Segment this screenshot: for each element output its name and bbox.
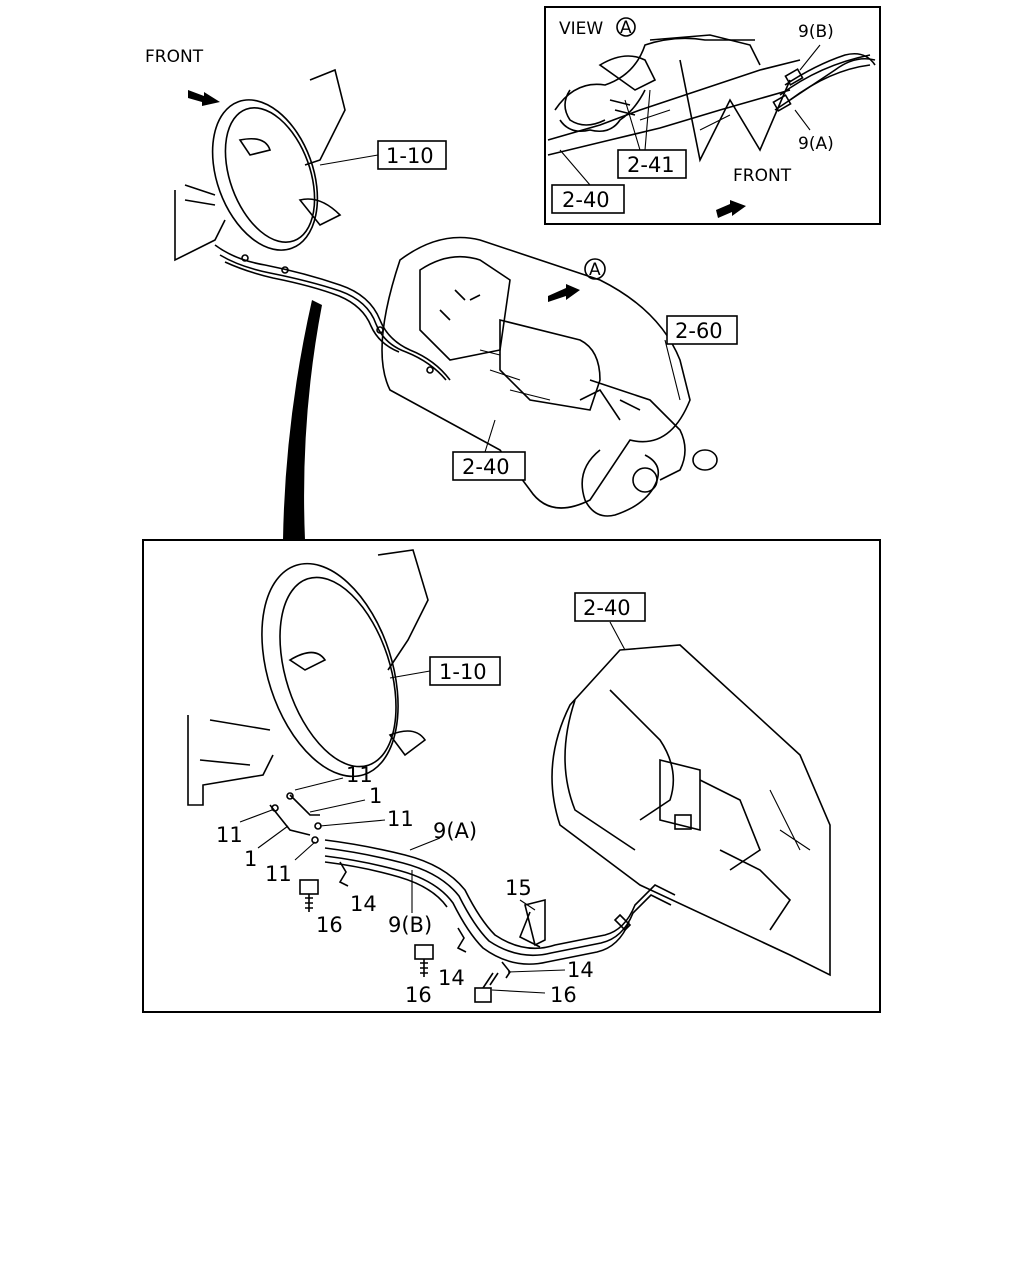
leader-2-40-detail	[609, 621, 626, 651]
bolt-16-a	[299, 879, 319, 912]
inset-front-label: FRONT	[733, 166, 792, 186]
leader-1-b	[257, 825, 289, 849]
clip-14-a	[338, 861, 349, 887]
callout-1-10-detail: 1-10	[429, 656, 501, 686]
label-16-a: 16	[316, 913, 343, 937]
inset-front-arrow-icon	[716, 200, 746, 218]
top-view-a-circle	[584, 258, 606, 280]
callout-2-60: 2-60	[666, 315, 738, 345]
callout-2-60-text: 2-60	[675, 319, 723, 343]
callout-2-41-inset: 2-41	[617, 149, 687, 179]
inset-view-marker-circle	[616, 17, 636, 37]
top-overview: FRONT	[145, 47, 738, 540]
leader-11-a	[294, 777, 344, 791]
leader-11-b	[319, 819, 386, 827]
top-front-label: FRONT	[145, 47, 204, 67]
inset-view-marker: A	[620, 18, 632, 38]
leader-11-c	[239, 809, 273, 823]
clip-14-c	[501, 961, 511, 979]
callout-1-10-top: 1-10	[377, 140, 447, 170]
top-view-a-arrow-icon	[548, 284, 580, 302]
label-11-b: 11	[387, 807, 414, 831]
callout-2-40-top: 2-40	[452, 451, 526, 481]
callout-2-40-top-text: 2-40	[462, 455, 510, 479]
detail-radiator-shroud	[187, 549, 429, 806]
callout-2-40-detail: 2-40	[574, 592, 646, 622]
clip-14-b	[456, 927, 467, 953]
bolt-16-c	[474, 972, 499, 1003]
detail-transmission	[551, 644, 831, 977]
callout-2-40-detail-text: 2-40	[583, 596, 631, 620]
top-radiator-shroud	[174, 68, 346, 262]
leader-9a	[409, 837, 441, 851]
label-16-c: 16	[550, 983, 577, 1007]
top-view-a-marker: A	[589, 260, 601, 280]
callout-2-41-text: 2-41	[627, 153, 675, 177]
label-16-b: 16	[405, 983, 432, 1007]
inset-view-title: VIEW	[559, 19, 603, 39]
leader-15	[519, 899, 536, 911]
bolt-16-b	[414, 944, 434, 977]
inset-frame	[544, 6, 881, 225]
detail-cooler-lines	[269, 792, 676, 965]
label-9b: 9(B)	[388, 913, 432, 937]
leader-1-10-top	[319, 154, 379, 166]
leader-inset-2-40	[559, 149, 591, 186]
top-front-arrow-icon	[188, 90, 220, 106]
top-cooler-lines	[214, 244, 451, 381]
label-9a: 9(A)	[433, 819, 477, 843]
leader-1-10-detail	[389, 670, 431, 679]
label-15: 15	[505, 876, 532, 900]
detail-view: 1-10 2-40 11 1 11 11 1 11 9(A) 9(B) 15 1…	[142, 539, 881, 1013]
callout-2-40-inset-text: 2-40	[562, 188, 610, 212]
label-11-c: 11	[216, 823, 243, 847]
inset-view-a: VIEW A 2-41	[544, 6, 881, 225]
leader-9b-inset	[799, 44, 821, 71]
label-14-a: 14	[350, 892, 377, 916]
inset-label-9b: 9(B)	[798, 22, 834, 42]
inset-label-9a: 9(A)	[798, 134, 834, 154]
zoom-pointer	[283, 300, 322, 540]
label-14-c: 14	[567, 958, 594, 982]
leader-2-60	[664, 339, 681, 401]
top-transmission	[381, 236, 718, 517]
leader-11-d	[294, 841, 316, 861]
label-11-a: 11	[346, 763, 373, 787]
leader-9a-inset	[794, 109, 811, 131]
leader-16-c	[491, 989, 546, 994]
leader-14-c	[507, 969, 566, 973]
label-14-b: 14	[438, 966, 465, 990]
leader-2-40-top	[484, 419, 496, 453]
leader-1-a	[309, 799, 366, 813]
label-11-d: 11	[265, 862, 292, 886]
callout-2-40-inset: 2-40	[551, 184, 625, 214]
callout-1-10-top-text: 1-10	[386, 144, 434, 168]
inset-chassis-drawing	[547, 34, 876, 163]
label-1-a: 1	[369, 784, 382, 808]
detail-frame	[142, 539, 881, 1013]
leader-2-41	[624, 89, 651, 151]
bracket-15	[518, 898, 546, 948]
callout-1-10-detail-text: 1-10	[439, 660, 487, 684]
label-1-b: 1	[244, 847, 257, 871]
